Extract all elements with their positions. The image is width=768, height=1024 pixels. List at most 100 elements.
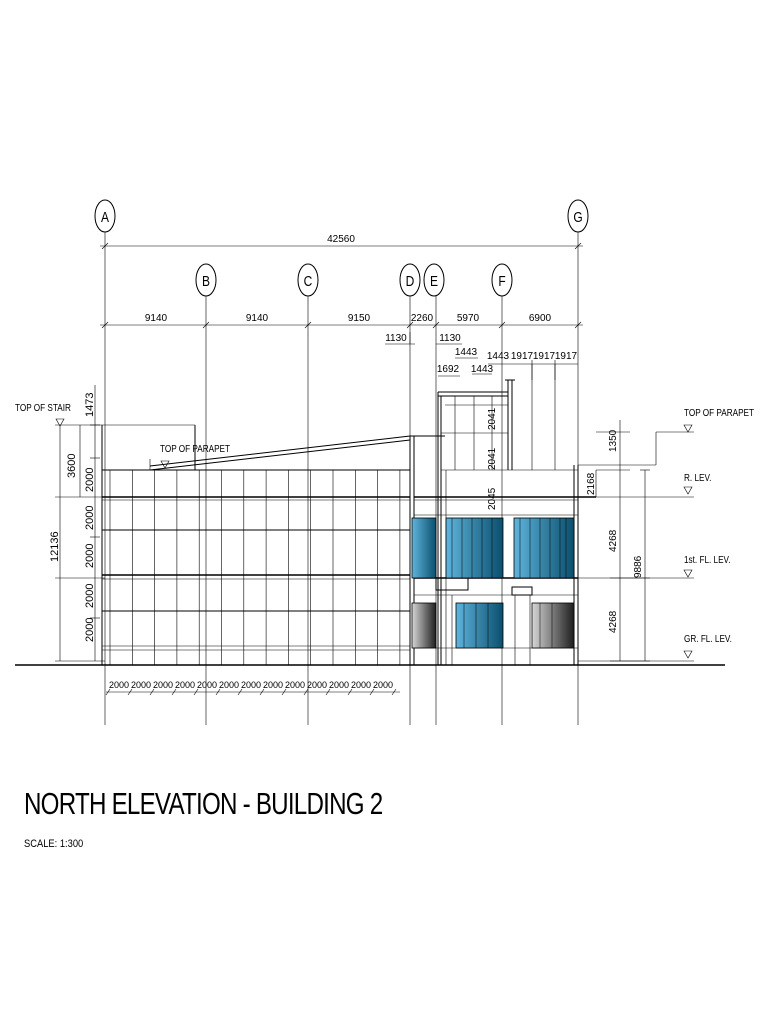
grid-bubble-e: E	[423, 263, 445, 297]
grid-label-e: E	[430, 273, 438, 290]
overall-dimension: 42560	[100, 234, 583, 250]
grid-bubble-g: G	[567, 199, 589, 233]
dim-2000-a: 2000	[84, 468, 96, 492]
inner-vertical-dims: 2041 2041 2045	[487, 407, 498, 510]
dim-1443-a: 1443	[455, 347, 478, 358]
dim-4268-b: 4268	[608, 610, 619, 633]
dim-2000-d: 2000	[84, 584, 96, 608]
left-vertical-dims: 12136 1473 3600 2000 2000 2000 2000 2000	[49, 385, 105, 662]
dim-12136: 12136	[49, 531, 61, 562]
bottom-dim-tick	[303, 688, 309, 696]
bottom-dim-tick	[105, 688, 111, 696]
dim-1443-b: 1443	[487, 351, 510, 362]
dim-1917-a: 1917	[511, 351, 534, 362]
dim-4268-a: 4268	[608, 529, 619, 552]
drawing-scale: SCALE: 1:300	[24, 838, 84, 850]
dim-1130-b: 1130	[439, 333, 461, 344]
grid-lines	[104, 232, 579, 725]
bottom-dim-label: 2000	[131, 680, 151, 690]
label-roof-level: R. LEV.	[684, 472, 711, 483]
dim-1130-a: 1130	[385, 333, 407, 344]
bay-dimensions: 9140 9140 9150 2260 5970 6900	[100, 313, 583, 329]
dim-1443-c: 1443	[471, 364, 494, 375]
level-roof: R. LEV.	[596, 472, 711, 498]
grid-label-g: G	[573, 209, 582, 226]
dim-bay-de: 2260	[411, 313, 434, 324]
bottom-dim-tick	[391, 688, 397, 696]
grid-label-c: C	[304, 273, 313, 290]
bottom-dim-label: 2000	[197, 680, 217, 690]
bottom-dim-label: 2000	[307, 680, 327, 690]
dim-9886: 9886	[633, 555, 644, 578]
level-top-of-parapet-left: TOP OF PARAPET	[149, 443, 230, 470]
dim-3600: 3600	[66, 454, 78, 478]
dim-overall: 42560	[327, 234, 355, 245]
dim-bay-fg: 6900	[529, 313, 552, 324]
bottom-dim-label: 2000	[175, 680, 195, 690]
bottom-dim-label: 2000	[241, 680, 261, 690]
bottom-dim-tick	[259, 688, 265, 696]
glazing-first-floor	[411, 517, 575, 579]
dim-1473: 1473	[84, 393, 96, 417]
bottom-dim-label: 2000	[109, 680, 129, 690]
grid-label-b: B	[202, 273, 210, 290]
label-first-floor-level: 1st. FL. LEV.	[684, 554, 731, 565]
bottom-dim-tick	[215, 688, 221, 696]
dim-2000-b: 2000	[84, 506, 96, 530]
grid-bubble-f: F	[491, 263, 513, 297]
label-top-of-stair: TOP OF STAIR	[15, 402, 71, 413]
bottom-dim-label: 2000	[351, 680, 371, 690]
bottom-dim-label: 2000	[153, 680, 173, 690]
right-vertical-dims: 1350 2168 4268 4268 9886	[586, 420, 650, 662]
dim-2045: 2045	[487, 487, 498, 510]
glazing-ground-floor	[411, 602, 575, 649]
bottom-dim-tick	[237, 688, 243, 696]
dim-1692: 1692	[437, 364, 460, 375]
glazing-mullions	[451, 518, 567, 648]
grid-bubble-c: C	[297, 263, 319, 297]
dim-2000-c: 2000	[84, 544, 96, 568]
level-top-of-parapet-right: TOP OF PARAPET	[578, 407, 754, 466]
grid-label-d: D	[406, 273, 415, 290]
dim-2041-a: 2041	[487, 407, 498, 430]
grid-label-a: A	[101, 209, 110, 226]
dim-bay-cd: 9150	[348, 313, 371, 324]
bottom-dim-tick	[369, 688, 375, 696]
bottom-dim-label: 2000	[263, 680, 283, 690]
label-top-of-parapet-right: TOP OF PARAPET	[684, 407, 754, 418]
bottom-dim-tick	[281, 688, 287, 696]
bottom-dim-tick	[149, 688, 155, 696]
bottom-dim-label: 2000	[285, 680, 305, 690]
dim-1917-b: 1917	[533, 351, 556, 362]
label-ground-floor-level: GR. FL. LEV.	[684, 633, 732, 644]
grid-label-f: F	[498, 273, 505, 290]
bottom-dim-tick	[127, 688, 133, 696]
building-right-block	[409, 364, 596, 665]
bottom-dim-tick	[171, 688, 177, 696]
bottom-dim-tick	[325, 688, 331, 696]
left-block-mullions	[109, 470, 401, 665]
level-ground-floor: GR. FL. LEV.	[578, 633, 732, 662]
bottom-dim-label: 2000	[219, 680, 239, 690]
dim-2168: 2168	[586, 472, 597, 495]
dim-2041-b: 2041	[487, 447, 498, 470]
level-top-of-stair: TOP OF STAIR	[15, 402, 195, 427]
grid-bubble-d: D	[399, 263, 421, 297]
building-left-block	[101, 425, 411, 665]
level-first-floor: 1st. FL. LEV.	[578, 554, 731, 579]
dim-2000-e: 2000	[84, 618, 96, 642]
dim-bay-ab: 9140	[145, 313, 168, 324]
grid-bubble-a: A	[94, 199, 116, 233]
bottom-dim-label: 2000	[373, 680, 393, 690]
small-dimensions: 1130 1130 1443 1443 1443 1692 1917 1917 …	[385, 332, 578, 380]
dim-1917-c: 1917	[555, 351, 578, 362]
bottom-dim-tick	[347, 688, 353, 696]
bottom-dim-label: 2000	[329, 680, 349, 690]
dim-bay-ef: 5970	[457, 313, 480, 324]
drawing-title: NORTH ELEVATION - BUILDING 2	[24, 786, 383, 821]
dim-bay-bc: 9140	[246, 313, 269, 324]
dim-1350: 1350	[608, 429, 619, 452]
bottom-dim-tick	[193, 688, 199, 696]
